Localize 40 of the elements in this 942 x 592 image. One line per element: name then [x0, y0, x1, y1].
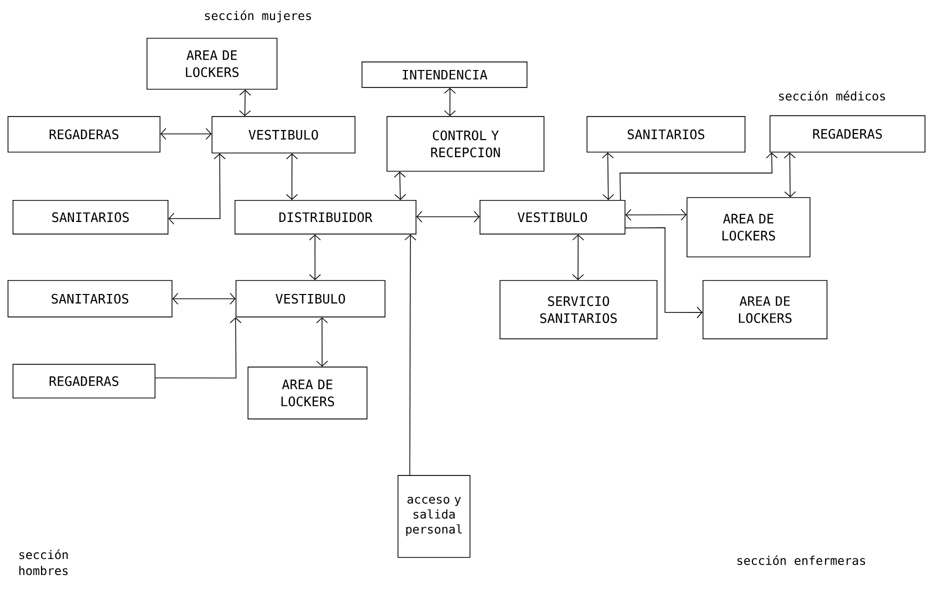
section-label: sección enfermeras	[737, 555, 866, 566]
room-box: VESTIBULO	[236, 280, 386, 318]
arrow	[416, 210, 480, 223]
room-box: VESTIBULO	[212, 116, 356, 154]
arrow	[316, 317, 328, 367]
arrow	[239, 90, 252, 116]
arrow	[155, 317, 242, 378]
room-box: VESTIBULO	[480, 200, 626, 234]
arrow	[444, 88, 456, 116]
arrow	[625, 227, 703, 318]
room-box: CONTROL Y RECEPCION	[386, 116, 544, 172]
room-box: AREA DE LOCKERS	[248, 366, 368, 420]
room-box: REGADERAS	[8, 116, 160, 152]
arrow	[625, 208, 687, 221]
arrow	[168, 153, 226, 225]
room-box: DISTRIBUIDOR	[234, 200, 416, 234]
room-box: SANITARIOS	[12, 200, 168, 234]
arrow	[784, 152, 796, 198]
room-box: AREA DE LOCKERS	[146, 38, 278, 90]
arrow	[602, 152, 614, 200]
room-box: AREA DE LOCKERS	[686, 197, 810, 258]
arrow	[172, 292, 236, 305]
room-box: INTENDENCIA	[362, 62, 528, 88]
section-label: sección médicos	[779, 90, 885, 101]
room-box: SANITARIOS	[8, 280, 172, 318]
arrow	[309, 234, 321, 280]
room-box: REGADERAS	[770, 115, 926, 152]
room-box: acceso y salida personal	[398, 475, 470, 558]
arrow	[160, 128, 212, 140]
arrow	[620, 152, 778, 200]
arrow	[572, 234, 584, 280]
room-box: AREA DE LOCKERS	[702, 280, 828, 340]
arrow	[394, 172, 406, 200]
room-box: REGADERAS	[12, 364, 156, 398]
arrow	[404, 234, 416, 476]
arrow	[286, 153, 298, 200]
room-box: SERVICIO SANITARIOS	[500, 280, 658, 340]
room-box: SANITARIOS	[586, 116, 746, 152]
section-label: sección mujeres	[205, 10, 311, 22]
section-label: sección hombres	[19, 549, 68, 576]
